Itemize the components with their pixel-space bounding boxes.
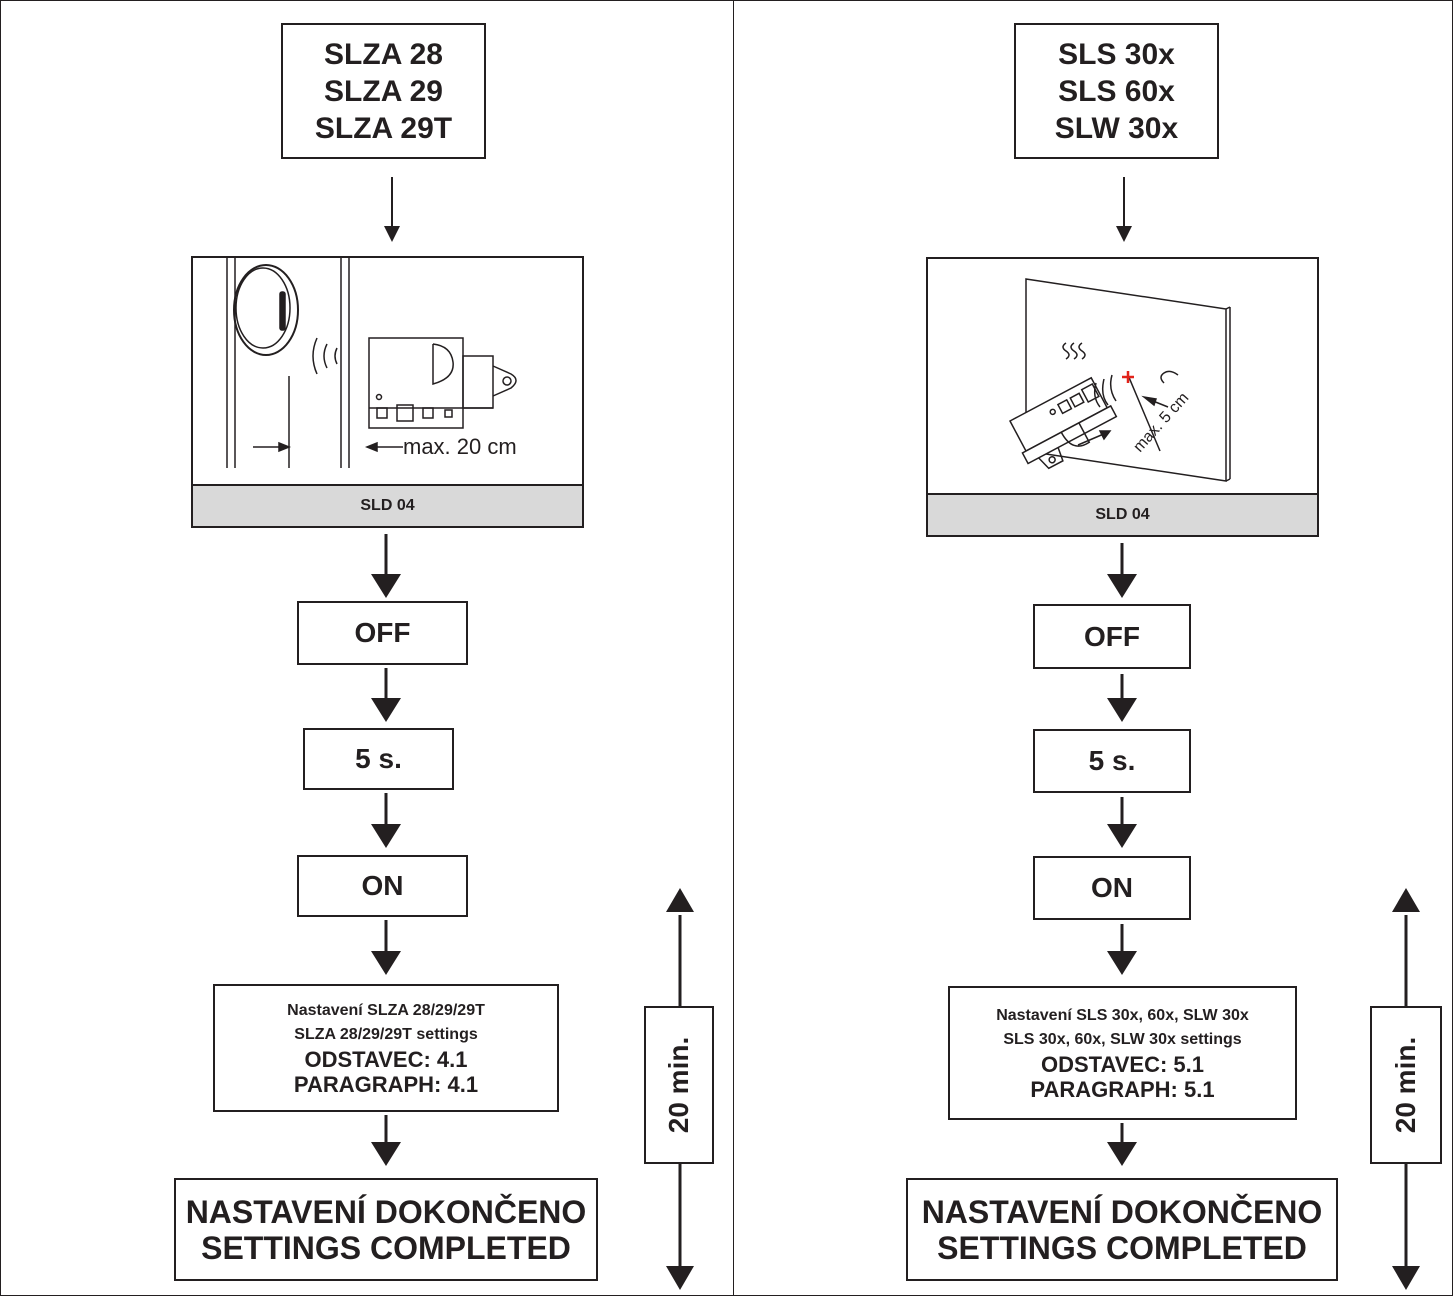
right-settings-line2: SLS 30x, 60x, SLW 30x settings bbox=[1003, 1031, 1242, 1048]
right-completed-line1: NASTAVENÍ DOKONČENO bbox=[921, 1193, 1323, 1230]
left-settings-line3: ODSTAVEC: 4.1 bbox=[304, 1047, 468, 1072]
left-completed-line2: SETTINGS COMPLETED bbox=[201, 1229, 571, 1266]
left-settings-line4: PARAGRAPH: 4.1 bbox=[293, 1072, 479, 1097]
left-step-on: ON bbox=[297, 855, 468, 917]
right-timer-text: 20 min. bbox=[1390, 1036, 1422, 1134]
left-device-caption: SLD 04 bbox=[193, 484, 582, 526]
left-step-5s-label: 5 s. bbox=[355, 743, 402, 774]
column-divider bbox=[733, 0, 734, 1296]
right-step-on-label: ON bbox=[1091, 872, 1133, 903]
left-models-box: SLZA 28 SLZA 29 SLZA 29T bbox=[281, 23, 486, 159]
right-settings-line1: Nastavení SLS 30x, 60x, SLW 30x bbox=[996, 1007, 1249, 1024]
left-settings-line1: Nastavení SLZA 28/29/29T bbox=[287, 1002, 485, 1019]
door-reader-illustration: max. 20 cm bbox=[226, 258, 517, 468]
left-completed-line1: NASTAVENÍ DOKONČENO bbox=[185, 1193, 587, 1230]
right-model-3: SLW 30x bbox=[1054, 111, 1179, 145]
right-step-off-label: OFF bbox=[1084, 620, 1140, 652]
right-models-box: SLS 30x SLS 60x SLW 30x bbox=[1014, 23, 1219, 159]
left-step-off: OFF bbox=[297, 601, 468, 665]
left-step-off-label: OFF bbox=[354, 617, 411, 648]
right-timer-label: 20 min. bbox=[1370, 1006, 1442, 1164]
right-step-on: ON bbox=[1033, 856, 1191, 920]
right-model-2: SLS 60x bbox=[1058, 74, 1175, 108]
left-distance-label: max. 20 cm bbox=[403, 434, 517, 459]
right-model-1: SLS 30x bbox=[1058, 37, 1175, 71]
left-settings-box: Nastavení SLZA 28/29/29T SLZA 28/29/29T … bbox=[213, 984, 559, 1112]
right-settings-line4: PARAGRAPH: 5.1 bbox=[1030, 1077, 1215, 1102]
right-step-5s-label: 5 s. bbox=[1088, 745, 1136, 776]
panel-reader-illustration: max. 5 cm bbox=[1008, 278, 1231, 482]
right-settings-line3: ODSTAVEC: 5.1 bbox=[1041, 1052, 1204, 1077]
right-completed-box: NASTAVENÍ DOKONČENO SETTINGS COMPLETED bbox=[906, 1178, 1338, 1281]
left-step-on-label: ON bbox=[361, 870, 404, 901]
right-device-illustration: max. 5 cm SLD 04 bbox=[926, 257, 1319, 537]
right-settings-box: Nastavení SLS 30x, 60x, SLW 30x SLS 30x,… bbox=[948, 986, 1297, 1120]
left-completed-box: NASTAVENÍ DOKONČENO SETTINGS COMPLETED bbox=[174, 1178, 598, 1281]
right-completed-line2: SETTINGS COMPLETED bbox=[937, 1229, 1307, 1266]
left-settings-line2: SLZA 28/29/29T settings bbox=[294, 1026, 478, 1043]
right-step-5s: 5 s. bbox=[1033, 729, 1191, 793]
right-step-off: OFF bbox=[1033, 604, 1191, 669]
left-timer-text: 20 min. bbox=[663, 1036, 695, 1134]
left-device-illustration: max. 20 cm SLD 04 bbox=[191, 256, 584, 528]
left-model-2: SLZA 29 bbox=[324, 74, 443, 108]
right-device-caption: SLD 04 bbox=[928, 493, 1317, 535]
right-distance-label: max. 5 cm bbox=[1130, 389, 1192, 455]
left-model-3: SLZA 29T bbox=[314, 111, 453, 145]
left-model-1: SLZA 28 bbox=[324, 37, 443, 71]
left-timer-label: 20 min. bbox=[644, 1006, 714, 1164]
left-step-5s: 5 s. bbox=[303, 728, 454, 790]
